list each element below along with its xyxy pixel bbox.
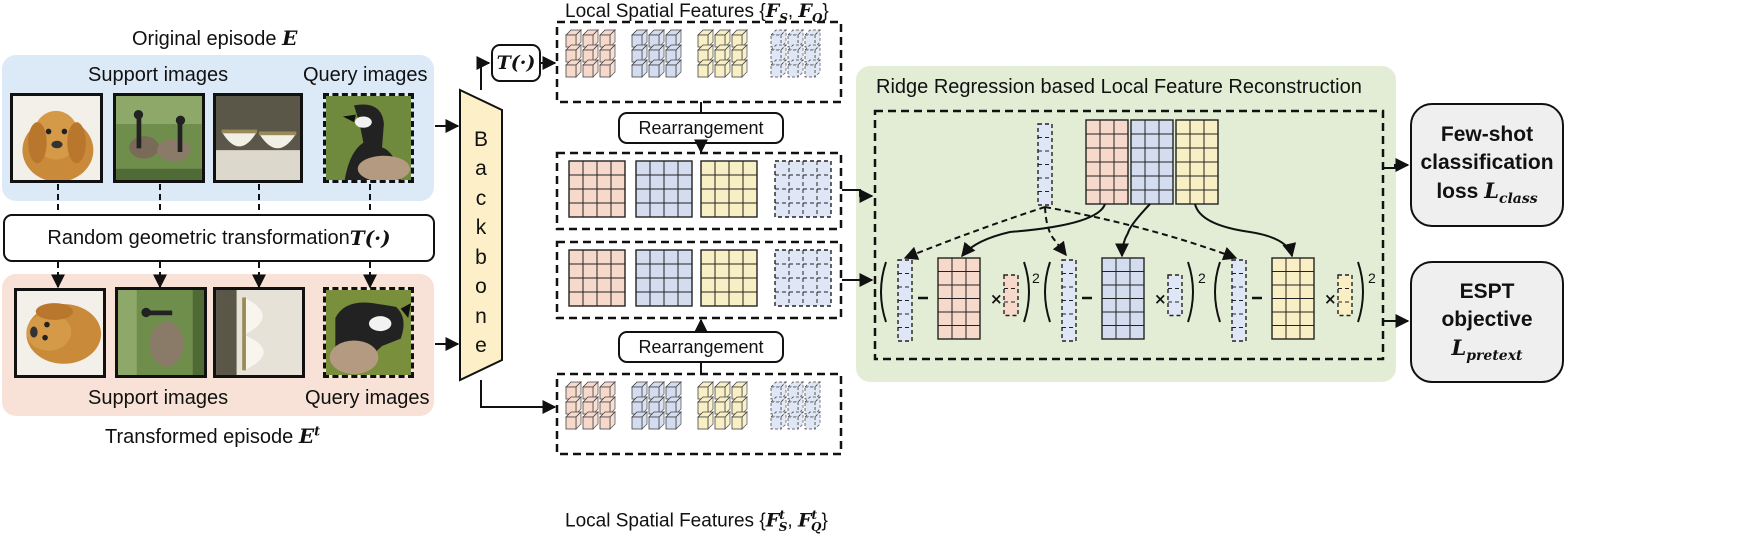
cube-feature-pink [582, 64, 594, 78]
solid-arrow [1115, 203, 1151, 258]
backbone-letter: o [475, 275, 487, 299]
cube-feature-query [804, 416, 816, 430]
cube-feature-blue [631, 64, 643, 78]
weight-vector [1337, 274, 1353, 317]
solid-arrow [961, 203, 1106, 258]
paren-right [1357, 261, 1364, 323]
squared-exponent-1: 2 [1032, 270, 1040, 286]
cube-feature-yellow [731, 64, 743, 78]
cube-feature-query [787, 416, 799, 430]
backbone-letter: e [475, 333, 487, 357]
backbone-block [459, 88, 503, 382]
arrow-backbone-to-t [476, 56, 491, 90]
multiply-sign: × [1154, 290, 1167, 308]
squared-exponent-3: 2 [1368, 270, 1376, 286]
cube-feature-blue [665, 416, 677, 430]
paren-left [880, 261, 887, 323]
cube-feature-blue [631, 416, 643, 430]
weight-vector [1167, 274, 1183, 317]
query-images-label-top: Query images [303, 64, 428, 86]
transformed-support-image-bowls [213, 287, 305, 378]
support-image-dog [10, 93, 103, 183]
paren-right [1023, 261, 1030, 323]
solid-arrow [1194, 203, 1297, 258]
cube-feature-query [770, 416, 782, 430]
multiply-sign: × [990, 290, 1003, 308]
cube-feature-pink [565, 64, 577, 78]
dashed-arrow [1044, 206, 1238, 261]
support-images-label-top: Support images [88, 64, 229, 86]
multiply-sign: × [1324, 290, 1337, 308]
cube-feature-blue [648, 416, 660, 430]
transformed-query-image-goose [323, 287, 414, 378]
cube-feature-pink [599, 416, 611, 430]
ridge-regression-title: Ridge Regression based Local Feature Rec… [876, 76, 1362, 98]
arrow-backbone-to-features [480, 380, 557, 414]
cube-feature-yellow [714, 416, 726, 430]
query-images-label-bottom: Query images [305, 387, 430, 409]
rearrangement-box-bottom: Rearrangement [618, 331, 784, 363]
backbone-letter: c [475, 186, 487, 210]
cube-feature-query [787, 64, 799, 78]
dashed-arrow [903, 206, 1046, 260]
original-episode-title: Original episode E [132, 26, 298, 50]
weight-vector [1003, 274, 1019, 317]
random-geometric-transformation-box: Random geometric transformation T(·) [3, 214, 435, 262]
transformed-support-image-geese [115, 287, 207, 378]
local-spatial-features-top-label: Local Spatial Features {FS, FQ} [565, 0, 829, 25]
support-images-label-bottom: Support images [88, 387, 229, 409]
paren-left [1044, 261, 1051, 323]
backbone-letter: a [475, 157, 487, 181]
cube-feature-pink [582, 416, 594, 430]
arrow-to-fewshot [1383, 158, 1410, 172]
cube-feature-query [770, 64, 782, 78]
squared-exponent-2: 2 [1198, 270, 1206, 286]
cube-feature-yellow [697, 64, 709, 78]
backbone-letter: b [475, 245, 487, 269]
cube-feature-yellow [697, 416, 709, 430]
backbone-letter: B [473, 128, 488, 151]
support-image-geese [113, 93, 205, 183]
backbone-label: B a c k b o n e [460, 128, 502, 358]
backbone-letter: n [475, 304, 487, 328]
query-image-goose [323, 93, 414, 183]
cube-feature-pink [599, 64, 611, 78]
paren-right [1187, 261, 1194, 323]
cube-feature-blue [665, 64, 677, 78]
cube-feature-pink [565, 416, 577, 430]
transform-t-box: T(·) [491, 44, 541, 82]
cube-feature-yellow [714, 64, 726, 78]
arrow-to-ridge [842, 189, 874, 203]
transformed-episode-title: Transformed episode Et [105, 424, 321, 448]
transformed-support-image-dog [14, 288, 106, 378]
cube-feature-blue [648, 64, 660, 78]
cube-feature-query [804, 64, 816, 78]
rearrangement-box-top: Rearrangement [618, 112, 784, 144]
support-image-bowls [213, 93, 303, 183]
espt-objective-box: ESPT objective Lpretext [1410, 261, 1564, 383]
ridge-inner-box [873, 109, 1385, 361]
backbone-letter: k [475, 216, 487, 240]
cube-feature-yellow [731, 416, 743, 430]
dashed-arrow [1044, 206, 1067, 257]
local-spatial-features-bottom-label: Local Spatial Features {FtS, FtQ} [565, 508, 828, 535]
few-shot-classification-loss-box: Few-shot classification loss Lclass [1410, 103, 1564, 227]
paren-left [1214, 261, 1221, 323]
